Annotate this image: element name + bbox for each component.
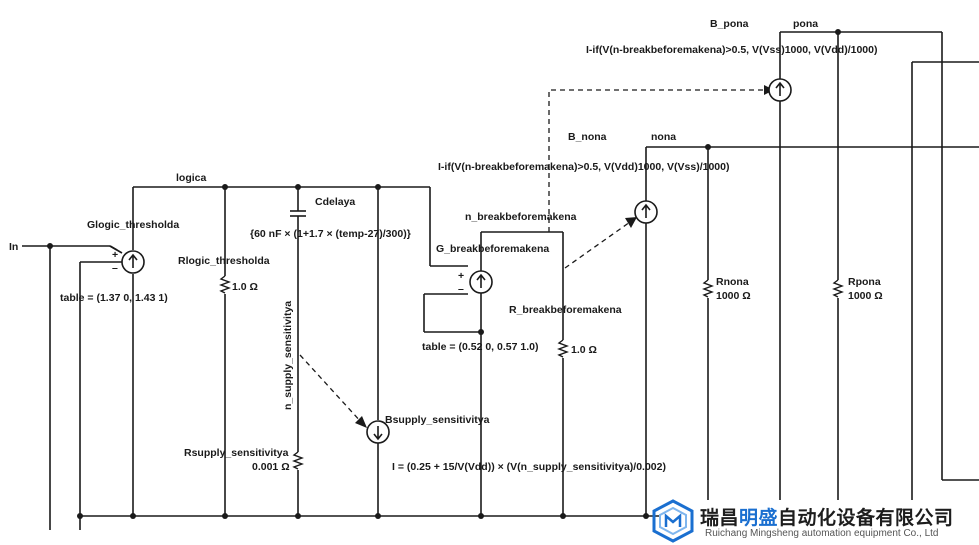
- gbbm-minus: –: [458, 283, 464, 295]
- bbm-control-dashed-to-nona: [564, 221, 631, 269]
- n-bbm-label: n_breakbeforemakena: [465, 211, 577, 223]
- junction-dot: [375, 513, 381, 519]
- rnona-label: Rnona: [716, 276, 749, 288]
- rlogic-label: Rlogic_thresholda: [178, 255, 270, 267]
- glogic-minus: –: [112, 262, 118, 274]
- gbbm-arrow-icon: [476, 273, 486, 288]
- dashed-arrowhead-icon: [355, 416, 367, 428]
- in-label: In: [9, 241, 18, 253]
- pona-label: pona: [793, 18, 818, 30]
- rbbm-resistor: [557, 339, 569, 358]
- junction-dot: [375, 184, 381, 190]
- bsupply-arrow-icon: [373, 426, 383, 441]
- company-logo-icon: [652, 499, 694, 543]
- junction-dot: [130, 513, 136, 519]
- rlogic-value: 1.0 Ω: [232, 281, 258, 293]
- rpona-label: Rpona: [848, 276, 881, 288]
- nona-label: nona: [651, 131, 676, 143]
- rsupply-label: Rsupply_sensitivitya: [184, 447, 289, 459]
- junction-dot: [295, 513, 301, 519]
- b-pona-arrow-icon: [775, 81, 785, 96]
- glogic-plus: +: [112, 249, 118, 261]
- junction-dot: [77, 513, 83, 519]
- gbbm-label: G_breakbeforemakena: [436, 243, 549, 255]
- company-watermark: 瑞昌明盛自动化设备有限公司 Ruichang Mingsheng automat…: [650, 497, 979, 545]
- rbbm-label: R_breakbeforemakena: [509, 304, 622, 316]
- rnona-value: 1000 Ω: [716, 290, 751, 302]
- bsupply-label: Bsupply_sensitivitya: [385, 414, 490, 426]
- junction-dot: [222, 513, 228, 519]
- junction-dot: [47, 243, 53, 249]
- junction-dot: [560, 513, 566, 519]
- bsupply-expr: I = (0.25 + 15/V(Vdd)) × (V(n_supply_sen…: [392, 461, 666, 473]
- glogic-plus-lead: [109, 245, 123, 254]
- junction-dot: [222, 184, 228, 190]
- bbm-control-dashed-to-pona: [548, 89, 766, 232]
- junction-dot: [478, 513, 484, 519]
- b-pona-expr: I-if(V(n-breakbeforemakena)>0.5, V(Vss)1…: [586, 44, 877, 56]
- cdelay-label: Cdelaya: [315, 196, 355, 208]
- b-nona-arrow-icon: [641, 203, 651, 218]
- supply-sense-dashed-link: [299, 354, 363, 424]
- company-name-cn: 瑞昌明盛自动化设备有限公司: [700, 507, 954, 529]
- b-pona-label: B_pona: [710, 18, 749, 30]
- glogic-arrow-icon: [128, 253, 138, 268]
- dashed-arrowhead-icon: [625, 217, 637, 228]
- rpona-resistor: [832, 279, 844, 298]
- junction-dot: [643, 513, 649, 519]
- cdelay-expr: {60 nF × (1+1.7 × (temp-27)/300)}: [250, 228, 411, 240]
- rlogic-resistor: [219, 275, 231, 294]
- company-name-en: Ruichang Mingsheng automation equipment …: [705, 528, 939, 539]
- gbbm-plus: +: [458, 270, 464, 282]
- junction-dot: [295, 184, 301, 190]
- rnona-resistor: [702, 279, 714, 298]
- rbbm-value: 1.0 Ω: [571, 344, 597, 356]
- rsupply-resistor: [292, 451, 304, 470]
- n-supply-label: n_supply_sensitivitya: [282, 301, 294, 410]
- b-nona-label: B_nona: [568, 131, 607, 143]
- glogic-table: table = (1.37 0, 1.43 1): [60, 292, 168, 304]
- logica-label: logica: [176, 172, 207, 184]
- rpona-value: 1000 Ω: [848, 290, 883, 302]
- glogic-label: Glogic_thresholda: [87, 219, 179, 231]
- gbbm-table: table = (0.52 0, 0.57 1.0): [422, 341, 538, 353]
- b-nona-expr: I-if(V(n-breakbeforemakena)>0.5, V(Vdd)1…: [438, 161, 729, 173]
- rsupply-value: 0.001 Ω: [252, 461, 290, 473]
